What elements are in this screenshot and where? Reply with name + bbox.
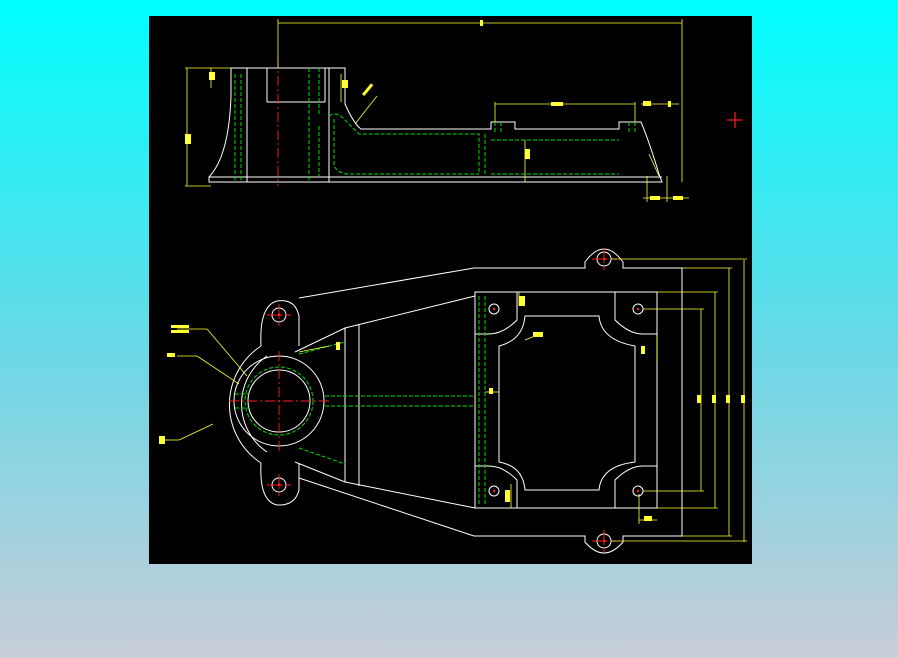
dimension-text bbox=[673, 196, 683, 200]
dimension-text bbox=[209, 72, 215, 80]
hidden-line bbox=[298, 447, 346, 465]
dimension-text bbox=[644, 516, 652, 521]
boss-outer-arc bbox=[228, 345, 262, 464]
leader-line bbox=[178, 423, 214, 441]
corner-boss bbox=[474, 291, 518, 335]
bolt-hole bbox=[488, 303, 500, 315]
dimension-text bbox=[741, 395, 745, 403]
dimension-text bbox=[185, 134, 191, 144]
dimension-text bbox=[361, 83, 374, 97]
leader-line bbox=[648, 153, 660, 177]
rib-hidden-inner bbox=[318, 119, 479, 176]
dimension-text bbox=[342, 80, 348, 88]
crosshair-icon bbox=[727, 112, 743, 128]
dimension-line bbox=[298, 345, 330, 353]
front-view-outline bbox=[208, 67, 663, 183]
dimension-text bbox=[489, 388, 493, 394]
top-view-outline bbox=[298, 248, 683, 554]
dimension-text bbox=[726, 395, 730, 403]
top-view bbox=[159, 248, 747, 554]
dimension-text bbox=[336, 342, 340, 350]
dimension-text bbox=[525, 149, 530, 159]
dimension-text bbox=[650, 196, 660, 200]
leader-line bbox=[354, 95, 378, 125]
dimension-text bbox=[551, 102, 563, 106]
dimension-text bbox=[159, 436, 165, 444]
dimension-text bbox=[712, 395, 716, 403]
frame-outer bbox=[474, 291, 658, 509]
dimension-text bbox=[480, 20, 483, 26]
corner-boss bbox=[474, 465, 518, 509]
dimension-text bbox=[171, 330, 189, 333]
dimension-text bbox=[641, 346, 645, 354]
arm-inner-bottom bbox=[294, 461, 476, 509]
arm-inner-top bbox=[294, 295, 476, 353]
pocket-outline bbox=[498, 315, 636, 491]
boss-arc bbox=[241, 355, 268, 453]
hub-hidden bbox=[244, 366, 314, 436]
corner-boss bbox=[614, 291, 658, 335]
dimension-text bbox=[668, 101, 671, 107]
corner-boss bbox=[614, 465, 658, 509]
front-view bbox=[185, 19, 689, 202]
leader-line bbox=[206, 328, 248, 377]
cad-drawing bbox=[159, 19, 747, 554]
ear-top bbox=[260, 300, 300, 347]
bolt-hole bbox=[267, 474, 291, 496]
cad-drawing-area[interactable] bbox=[149, 16, 752, 564]
dimension-text bbox=[519, 296, 525, 306]
dimension-text bbox=[505, 490, 510, 502]
dimension-text bbox=[697, 395, 701, 403]
bolt-hole bbox=[267, 304, 291, 326]
dimension-text bbox=[171, 325, 189, 328]
dimension-text bbox=[533, 332, 543, 337]
bolt-hole bbox=[632, 303, 644, 315]
leader-line bbox=[196, 355, 240, 385]
bolt-hole bbox=[632, 485, 644, 497]
dimension-text bbox=[643, 101, 651, 106]
ear-bottom bbox=[260, 462, 300, 506]
dimension-text bbox=[167, 353, 175, 357]
rib-hidden-outline bbox=[328, 113, 480, 174]
bolt-hole bbox=[488, 485, 500, 497]
